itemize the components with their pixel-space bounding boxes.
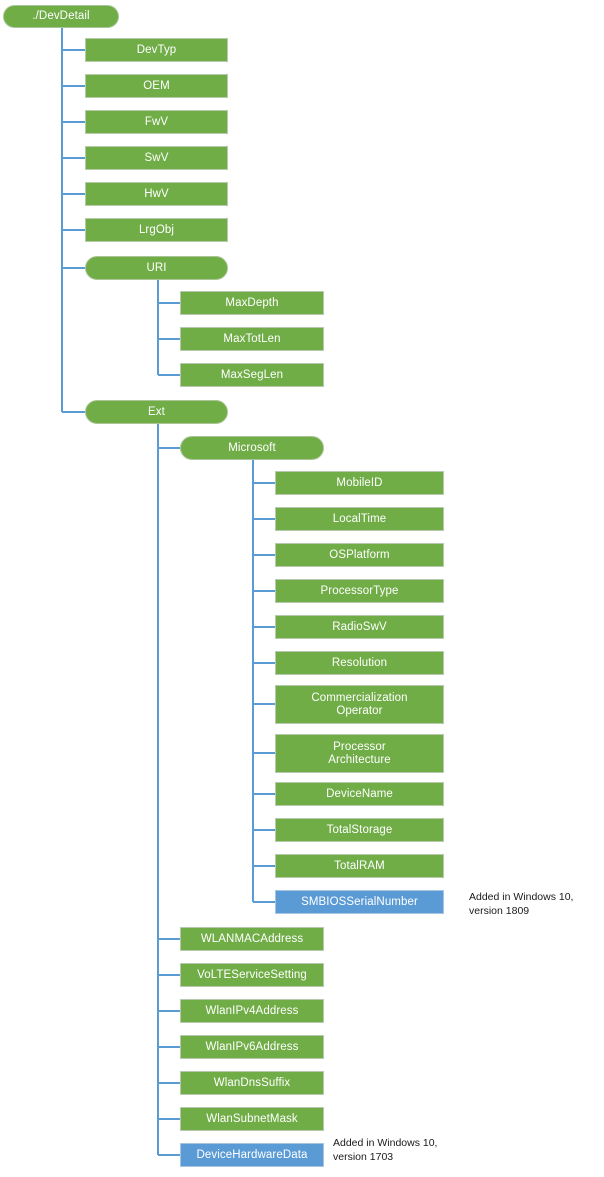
node-wlanipv4address[interactable]: WlanIPv4Address <box>180 999 324 1023</box>
node-commercializationoperator[interactable]: Commercialization Operator <box>275 685 444 724</box>
node-wlanipv6address[interactable]: WlanIPv6Address <box>180 1035 324 1059</box>
node-oem[interactable]: OEM <box>85 74 228 98</box>
node-fwv[interactable]: FwV <box>85 110 228 134</box>
node-resolution[interactable]: Resolution <box>275 651 444 675</box>
node-radioswv[interactable]: RadioSwV <box>275 615 444 639</box>
node-devicename[interactable]: DeviceName <box>275 782 444 806</box>
node-localtime[interactable]: LocalTime <box>275 507 444 531</box>
node-voltesevicesetting[interactable]: VoLTEServiceSetting <box>180 963 324 987</box>
node-wlandnssuffix[interactable]: WlanDnsSuffix <box>180 1071 324 1095</box>
node-totalram[interactable]: TotalRAM <box>275 854 444 878</box>
node-processorarchitecture[interactable]: Processor Architecture <box>275 734 444 773</box>
node-wlansubnetmask[interactable]: WlanSubnetMask <box>180 1107 324 1131</box>
node-processortype[interactable]: ProcessorType <box>275 579 444 603</box>
node-lrgobj[interactable]: LrgObj <box>85 218 228 242</box>
node-root-devdetail[interactable]: ./DevDetail <box>3 5 119 28</box>
node-maxseglen[interactable]: MaxSegLen <box>180 363 324 387</box>
node-maxdepth[interactable]: MaxDepth <box>180 291 324 315</box>
node-uri[interactable]: URI <box>85 256 228 280</box>
annotation-devicehardwaredata: Added in Windows 10, version 1703 <box>333 1137 438 1163</box>
node-wlanmacaddress[interactable]: WLANMACAddress <box>180 927 324 951</box>
node-osplatform[interactable]: OSPlatform <box>275 543 444 567</box>
node-smbiosserialnumber[interactable]: SMBIOSSerialNumber <box>275 890 444 914</box>
node-hwv[interactable]: HwV <box>85 182 228 206</box>
node-swv[interactable]: SwV <box>85 146 228 170</box>
node-ext[interactable]: Ext <box>85 400 228 424</box>
node-maxtotlen[interactable]: MaxTotLen <box>180 327 324 351</box>
node-devicehardwaredata[interactable]: DeviceHardwareData <box>180 1143 324 1167</box>
node-devtyp[interactable]: DevTyp <box>85 38 228 62</box>
node-totalstorage[interactable]: TotalStorage <box>275 818 444 842</box>
annotation-smbiosserialnumber: Added in Windows 10, version 1809 <box>469 891 574 917</box>
node-microsoft[interactable]: Microsoft <box>180 436 324 460</box>
node-mobileid[interactable]: MobileID <box>275 471 444 495</box>
